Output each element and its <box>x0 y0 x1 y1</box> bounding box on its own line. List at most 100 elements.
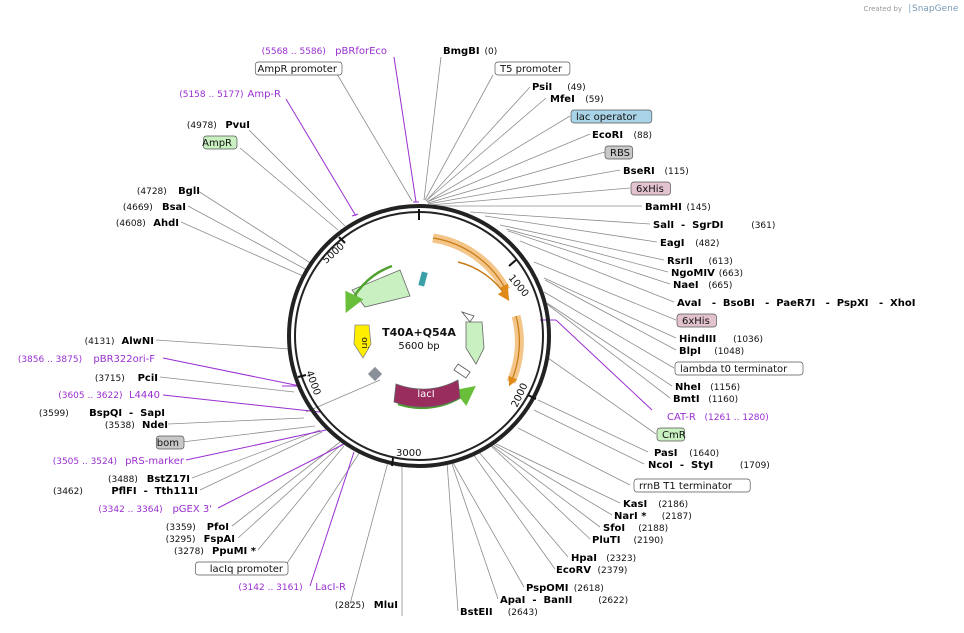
leader-lines-left <box>155 73 413 616</box>
enzyme-label-bamhi: BamHI <box>645 202 682 213</box>
primer-label-l4440: L4440 <box>129 390 160 401</box>
enzyme-pos-bsai: (4669) <box>123 203 153 213</box>
enzyme-pos-pflfi-tth111i: (3462) <box>53 487 83 497</box>
enzyme-label-pcii: PciI <box>138 373 158 384</box>
enzyme-pos-ngomiv: (663) <box>719 269 743 279</box>
tick-label-3000: 3000 <box>396 448 421 459</box>
enzyme-pos-bspqi-sapi: (3599) <box>39 409 69 419</box>
enzyme-pos-ndei: (3538) <box>105 421 135 431</box>
feature-label-bom: bom <box>157 438 179 449</box>
enzyme-label-bstz17i: BstZ17I <box>147 474 190 485</box>
tick-label-1000: 1000 <box>506 273 531 300</box>
ori-feature <box>353 324 372 359</box>
enzyme-label-hpai: HpaI <box>571 553 597 564</box>
enzyme-label-eagi: EagI <box>660 238 684 249</box>
feature-box-laciq-promoter <box>195 561 289 576</box>
enzyme-label-ppumi: PpuMI * <box>212 546 257 557</box>
enzyme-pos-pcii: (3715) <box>95 374 125 384</box>
enzyme-label-pvui: PvuI <box>225 120 250 131</box>
enzyme-pos-hindiii: (1036) <box>733 335 763 345</box>
enzyme-label-psii: PsiI <box>532 82 552 93</box>
enzyme-pos-bseri: (115) <box>665 167 689 177</box>
enzyme-pos-pfoi: (3359) <box>166 523 196 533</box>
laci-feature <box>393 379 461 408</box>
terminator-marker <box>453 363 471 379</box>
primer-label-pbr322ori-f: pBR322ori-F <box>93 354 155 365</box>
enzyme-pos-ecorv: (2379) <box>598 566 628 576</box>
enzyme-label-ncoi-styi: NcoI - StyI <box>648 460 713 471</box>
enzyme-pos-bsteii: (2643) <box>508 608 538 618</box>
ori-label: ori <box>359 337 369 349</box>
feature-label-ampr-promoter: AmpR promoter <box>258 64 338 75</box>
enzyme-label-fspai: FspAI <box>204 534 235 545</box>
enzyme-pos-ahdi: (4608) <box>116 219 146 229</box>
enzyme-label-pasi: PasI <box>654 448 677 459</box>
enzyme-label-bseri: BseRI <box>623 166 655 177</box>
enzyme-label-avai-bsobi-paer7i-pspxi-xhoi: AvaI - BsoBI - PaeR7I - PspXI - XhoI <box>677 298 915 309</box>
primer-label-pbrforeco: pBRforEco <box>335 46 387 57</box>
enzyme-label-alwni: AlwNI <box>122 336 155 347</box>
enzyme-label-ngomiv: NgoMIV <box>671 268 715 279</box>
enzyme-label-sali-sgrdi: SalI - SgrDI <box>653 220 724 231</box>
enzyme-pos-ncoi-styi: (1709) <box>740 461 770 471</box>
enzyme-label-apai-banii: ApaI - BanII <box>500 595 572 606</box>
enzyme-label-ndei: NdeI <box>142 420 168 431</box>
primer-pos-l4440: (3605 .. 3622) <box>58 391 122 401</box>
feature-label-cmr: CmR <box>662 430 686 441</box>
feature-label-laciq-promoter: lacIq promoter <box>210 564 284 575</box>
orange-inner-arrow <box>457 261 510 302</box>
feature-label-rrnb-t1-terminator: rrnB T1 terminator <box>639 481 733 492</box>
enzyme-pos-bamhi: (145) <box>687 203 711 213</box>
feature-label-t5-promoter: T5 promoter <box>499 64 563 75</box>
green-feature-right <box>465 321 485 365</box>
enzyme-pos-hpai: (2323) <box>606 554 636 564</box>
enzyme-pos-bgli: (4728) <box>137 187 167 197</box>
enzyme-label-blpi: BlpI <box>679 346 701 357</box>
feature-label-lambda-t0-terminator: lambda t0 terminator <box>680 364 788 375</box>
enzyme-label-bmti: BmtI <box>673 394 700 405</box>
feature-box-ampr-promoter <box>254 61 343 76</box>
laci-green-arrow <box>397 385 476 410</box>
enzyme-label-ahdi: AhdI <box>153 218 179 229</box>
feature-box-6xhis <box>676 313 717 328</box>
enzyme-pos-bmti: (1160) <box>708 395 738 405</box>
enzyme-pos-ecori: (88) <box>634 131 652 141</box>
enzyme-pos-bstz17i: (3488) <box>108 475 138 485</box>
feature-box-rrnb-t1-terminator <box>633 478 751 493</box>
enzyme-pos-mlui: (2825) <box>335 601 365 611</box>
enzyme-label-ecorv: EcoRV <box>556 565 591 576</box>
feature-box-bom <box>155 435 185 450</box>
left-labels: pBRforEco(5568 .. 5586)AmpR promoterAmp-… <box>0 0 398 611</box>
enzyme-pos-nari: (2187) <box>662 512 692 522</box>
enzyme-label-nari: NarI * <box>614 511 647 522</box>
enzyme-label-bsteii: BstEII <box>460 607 493 618</box>
primer-lines <box>162 56 653 587</box>
primer-pos-cat-r: (1261 .. 1280) <box>705 413 769 423</box>
cmr-arrow <box>508 315 520 387</box>
primer-label-laci-r: LacI-R <box>315 582 346 593</box>
enzyme-pos-bmgbi: (0) <box>485 47 498 57</box>
enzyme-pos-pspomi: (2618) <box>574 584 604 594</box>
feature-box-ampr <box>203 135 238 150</box>
enzyme-label-naei: NaeI <box>673 280 699 291</box>
primer-label-prs-marker: pRS-marker <box>125 456 185 467</box>
tick-label-4000: 4000 <box>303 369 322 397</box>
enzyme-label-hindiii: HindIII <box>679 334 716 345</box>
enzyme-pos-pasi: (1640) <box>689 449 719 459</box>
feature-box-lac-operator <box>570 109 653 124</box>
primer-pos-pbr322ori-f: (3856 .. 3875) <box>18 355 82 365</box>
enzyme-label-bmgbi: BmgBI <box>443 46 480 57</box>
feature-label-ampr: AmpR <box>202 138 232 149</box>
enzyme-label-bcli: BclI * <box>0 0 1 3</box>
primer-label-cat-r: CAT-R <box>667 412 696 423</box>
plasmid-name: T40A+Q54A <box>382 326 456 339</box>
enzyme-label-bspqi-sapi: BspQI - SapI <box>89 408 165 419</box>
plasmid-length: 5600 bp <box>398 341 439 352</box>
enzyme-pos-naei: (665) <box>708 281 732 291</box>
feature-box-cmr <box>656 427 686 442</box>
tick-marks <box>297 209 537 467</box>
enzyme-label-mfei: MfeI <box>550 94 575 105</box>
enzyme-label-ecori: EcoRI <box>592 130 623 141</box>
